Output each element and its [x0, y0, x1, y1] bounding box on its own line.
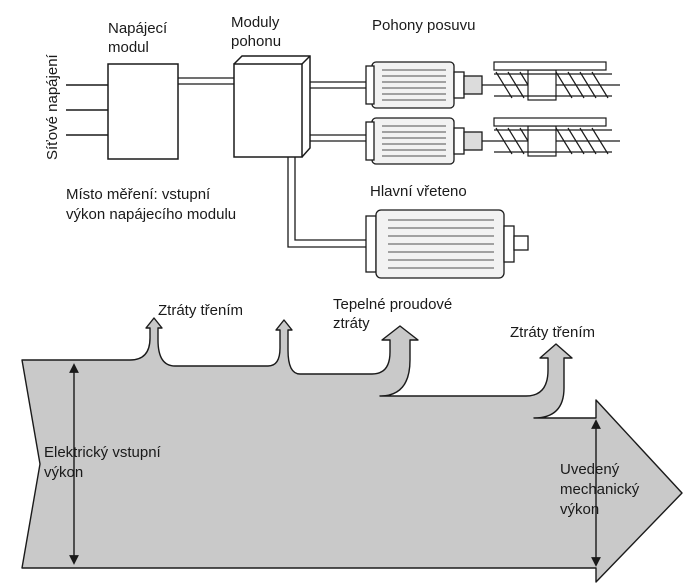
spindle-cable	[287, 157, 366, 248]
label-mech-output-line1: Uvedený	[560, 461, 620, 478]
label-measure-point-line1: Místo měření: vstupní	[66, 186, 211, 203]
feed-drive-motor-2	[365, 117, 483, 165]
label-heat-loss-line1: Tepelné proudové	[333, 296, 452, 313]
label-electric-input-line2: výkon	[44, 464, 83, 481]
label-mains: Síťové napájení	[44, 53, 61, 160]
label-heat-loss-line2: ztráty	[333, 315, 370, 332]
label-friction-loss-2: Ztráty třením	[510, 324, 595, 341]
label-drive-modules-line1: Moduly	[231, 14, 280, 31]
label-mech-output-line3: výkon	[560, 501, 599, 518]
drive-modules-box	[233, 55, 311, 158]
label-feed-drives: Pohony posuvu	[372, 17, 475, 34]
label-drive-modules-line2: pohonu	[231, 33, 281, 50]
label-mech-output-line2: mechanický	[560, 481, 640, 498]
power-flow-arrow	[21, 317, 683, 583]
supply-module-box	[107, 63, 179, 160]
feed-drive-cables	[310, 81, 372, 142]
label-measure-point-line2: výkon napájecího modulu	[66, 206, 236, 223]
main-spindle-motor	[365, 209, 529, 279]
label-electric-input-line1: Elektrický vstupní	[44, 444, 162, 461]
feed-drive-motor-1	[365, 61, 483, 109]
label-main-spindle: Hlavní vřeteno	[370, 183, 467, 200]
ball-screw-1	[482, 61, 620, 101]
label-supply-module-line1: Napájecí	[108, 20, 168, 37]
label-friction-loss-1: Ztráty třením	[158, 302, 243, 319]
mains-lines	[66, 84, 108, 136]
ball-screw-2	[482, 117, 620, 157]
dc-link-lines	[178, 77, 234, 85]
label-supply-module-line2: modul	[108, 39, 149, 56]
